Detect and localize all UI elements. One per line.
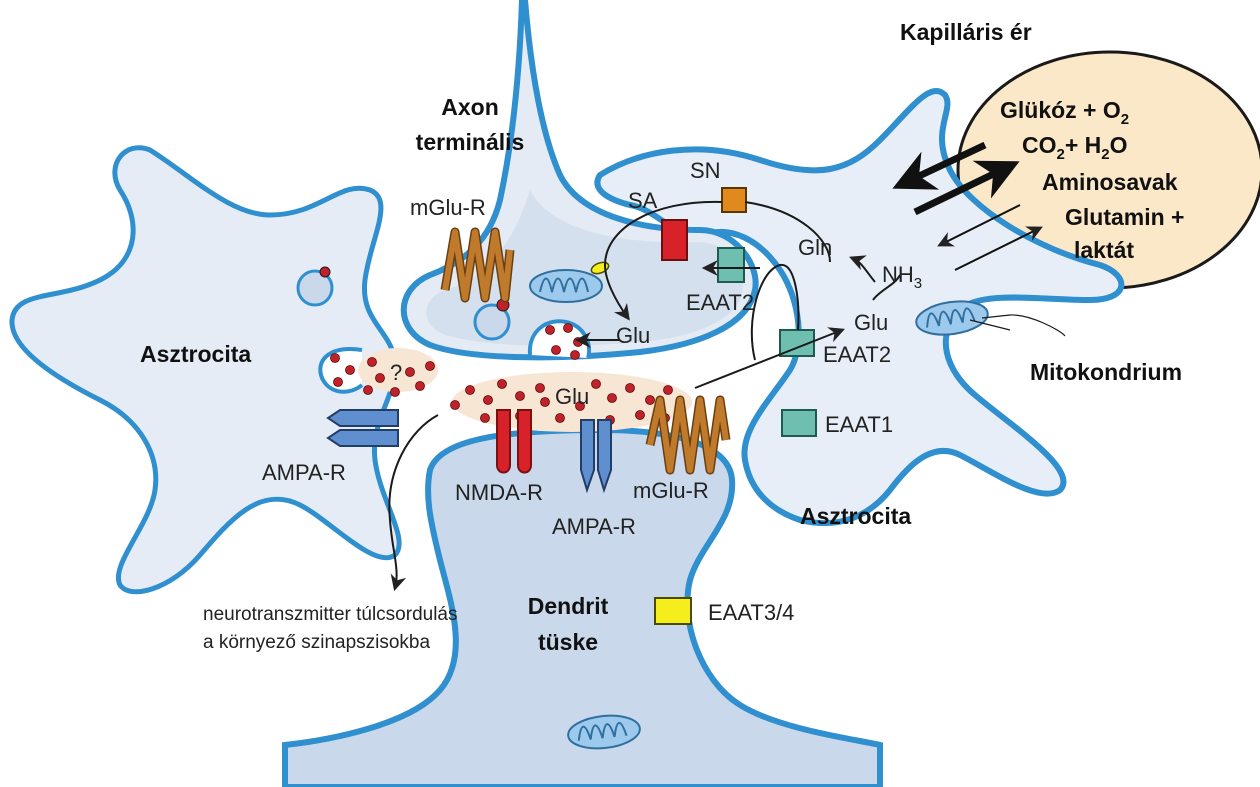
glutamate-dot xyxy=(390,387,400,397)
question-label: ? xyxy=(390,360,402,385)
sn-transporter-icon xyxy=(721,187,747,213)
mitochondrion-icon xyxy=(915,300,989,336)
mitochondrion-icon xyxy=(529,269,603,303)
glutamate-dot xyxy=(465,385,475,395)
glutamate-dot xyxy=(483,395,493,405)
mglur-bottom-receptor xyxy=(645,395,731,475)
glutamate-dot xyxy=(333,377,343,387)
dendrite-label-2: tüske xyxy=(538,629,598,655)
pathway-arrows xyxy=(388,200,1066,592)
capillary-line-2: CO2+ H2O xyxy=(1022,132,1128,163)
ampar-bottom-receptor xyxy=(580,419,612,494)
mitochondrion-label: Mitokondrium xyxy=(1030,359,1182,385)
capillary-label: Kapilláris ér xyxy=(900,19,1032,45)
glutamate-dot xyxy=(635,410,645,420)
capillary-line-1: Glükóz + O2 xyxy=(1000,97,1129,128)
sn-label: SN xyxy=(690,158,721,183)
glutamate-dot xyxy=(607,393,617,403)
eaat2-a-transporter-icon xyxy=(717,247,745,283)
axon-label-2: terminális xyxy=(416,129,525,155)
glutamate-dot xyxy=(405,367,415,377)
capillary-content: Glükóz + O2 CO2+ H2O Aminosavak Glutamin… xyxy=(1000,97,1185,263)
glutamate-dot xyxy=(625,383,635,393)
glutamate-dot xyxy=(330,353,340,363)
glutamate-dot xyxy=(535,383,545,393)
glu-cleft-label: Glu xyxy=(555,384,589,409)
gln-label: Gln xyxy=(798,235,832,260)
glu-astro-label: Glu xyxy=(854,310,888,335)
dendrite-label: Dendrit xyxy=(528,593,609,619)
glutamate-dot xyxy=(425,361,435,371)
nmdar-receptor xyxy=(496,409,532,474)
mglur-bottom-label: mGlu-R xyxy=(633,478,709,503)
glutamate-dot xyxy=(570,350,580,360)
glutamate-dot xyxy=(450,400,460,410)
glutamate-dot xyxy=(591,379,601,389)
mglur-top-label: mGlu-R xyxy=(410,195,486,220)
glutamate-dot xyxy=(363,385,373,395)
glutamate-dot xyxy=(345,365,355,375)
capillary-line-5: laktát xyxy=(1074,237,1134,263)
sa-label: SA xyxy=(628,188,658,213)
synaptic-vesicle-icon xyxy=(296,269,334,307)
ampar-left-receptor xyxy=(326,409,399,447)
glutamate-dot xyxy=(497,379,507,389)
glutamate-dots xyxy=(330,323,685,425)
glutamate-dot xyxy=(540,397,550,407)
glutamate-dot xyxy=(551,345,561,355)
synaptic-vesicle-icon xyxy=(473,303,511,341)
capillary-line-3: Aminosavak xyxy=(1042,169,1178,195)
nmdar-label: NMDA-R xyxy=(455,480,543,505)
right-astrocyte-label: Asztrocita xyxy=(800,503,911,529)
glutamate-dot xyxy=(480,413,490,423)
glutamate-dot xyxy=(367,357,377,367)
spillover-label: neurotranszmitter túlcsordulás xyxy=(203,604,458,625)
ampar-bottom-label: AMPA-R xyxy=(552,514,636,539)
left-astrocyte-label: Asztrocita xyxy=(140,341,251,367)
eaat1-transporter-icon xyxy=(781,409,817,437)
eaat1-label: EAAT1 xyxy=(825,412,893,437)
glu-terminal-label: Glu xyxy=(616,323,650,348)
glutamate-dot xyxy=(545,325,555,335)
left-astrocyte xyxy=(9,145,402,595)
sa-transporter-icon xyxy=(661,219,688,261)
glutamate-dot xyxy=(415,381,425,391)
capillary-arrows xyxy=(892,141,1043,271)
mglur-top-receptor xyxy=(440,227,515,303)
glutamate-dot xyxy=(663,385,673,395)
glutamate-dot xyxy=(515,391,525,401)
eaat34-label: EAAT3/4 xyxy=(708,600,794,625)
spillover-label-2: a környező szinapszisokba xyxy=(203,632,430,653)
glutamate-dot xyxy=(555,413,565,423)
nh3-label: NH3 xyxy=(882,262,922,292)
eaat2-b-label: EAAT2 xyxy=(823,342,891,367)
axon-label: Axon xyxy=(441,94,499,120)
glutamate-dot xyxy=(563,323,573,333)
eaat34-transporter-icon xyxy=(654,597,692,625)
capillary-line-4: Glutamin + xyxy=(1065,204,1185,230)
glutamate-dot xyxy=(375,373,385,383)
eaat2-a-label: EAAT2 xyxy=(686,290,754,315)
glutamate-dot xyxy=(573,337,583,347)
ampar-left-label: AMPA-R xyxy=(262,460,346,485)
glutamate-dot xyxy=(575,401,585,411)
glutamate-dot xyxy=(645,395,655,405)
mitochondrion-icon xyxy=(567,714,641,750)
